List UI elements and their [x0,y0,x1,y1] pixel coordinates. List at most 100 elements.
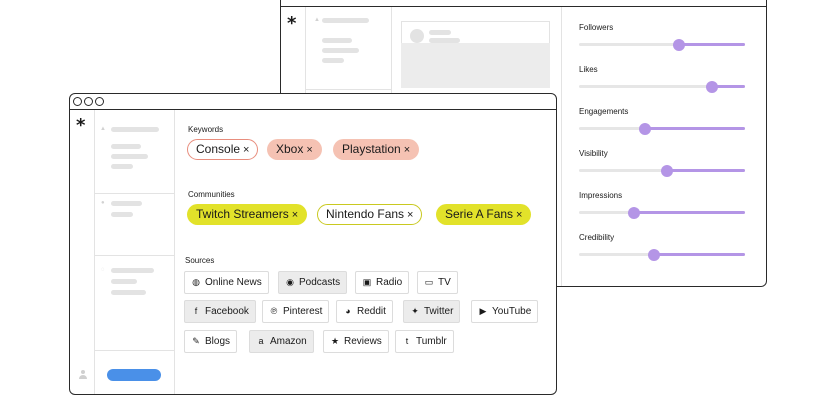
slider-fill [712,85,745,88]
slider-visibility[interactable]: Visibility [579,149,745,189]
slider-credibility[interactable]: Credibility [579,233,745,273]
divider [94,255,174,256]
slider-track[interactable] [579,85,745,88]
slider-impressions[interactable]: Impressions [579,191,745,231]
source-twitter[interactable]: ✦Twitter [403,300,461,323]
source-youtube[interactable]: ▶ YouTube [471,300,539,323]
window-control-close[interactable] [73,97,82,106]
keywords-label: Keywords [188,125,224,134]
keyword-tag-console[interactable]: Console× [187,139,259,160]
source-blogs[interactable]: ✎Blogs [184,330,238,353]
tag-remove-icon[interactable]: × [243,144,250,156]
tag-text: Console [196,142,241,156]
divider [94,193,174,194]
source-tumblr[interactable]: t Tumblr [395,330,454,353]
source-label: Reddit [357,306,386,317]
community-tag-twitch[interactable]: Twitch Streamers× [187,204,308,225]
slider-thumb[interactable] [648,249,660,261]
placeholder-bar [111,154,148,159]
keyword-tag-playstation[interactable]: Playstation× [333,139,420,160]
youtube-icon: ▶ [479,306,487,316]
placeholder-bar [111,164,133,169]
source-online-news[interactable]: ◍Online News [184,271,269,294]
source-label: TV [438,277,451,288]
slider-fill [645,127,745,130]
slider-label: Followers [579,23,614,32]
slider-thumb[interactable] [661,165,673,177]
radio-icon: ▣ [362,277,372,287]
source-tv[interactable]: ▭TV [417,271,458,294]
source-label: Tumblr [416,336,447,347]
tumblr-icon: t [405,336,409,346]
slider-thumb[interactable] [639,123,651,135]
slider-track[interactable] [579,253,745,256]
window-control-minimize[interactable] [84,97,93,106]
source-facebook[interactable]: f Facebook [184,300,256,323]
placeholder-bar [322,48,359,53]
source-label: Online News [205,277,262,288]
tag-text: Xbox [276,142,304,156]
placeholder-bar [111,268,154,273]
triangle-icon: ▲ [100,126,106,132]
placeholder-bar [111,127,159,132]
slider-thumb[interactable] [673,39,685,51]
user-icon[interactable] [79,370,87,380]
tag-remove-icon[interactable]: × [516,209,523,221]
tag-remove-icon[interactable]: × [403,144,411,156]
back-window-titlebar [281,0,766,7]
source-podcasts[interactable]: ◉Podcasts [278,271,348,294]
source-label: Facebook [205,306,249,317]
window-control-maximize[interactable] [95,97,104,106]
community-tag-serie-a[interactable]: Serie A Fans× [436,204,532,225]
placeholder-bar [322,18,369,23]
slider-track[interactable] [579,43,745,46]
slider-fill [654,253,745,256]
source-label: Blogs [205,336,231,347]
placeholder-bar [111,201,142,206]
community-tag-nintendo[interactable]: Nintendo Fans× [317,204,423,225]
source-reddit[interactable]: ◕Reddit [336,300,393,323]
slider-label: Impressions [579,191,623,200]
placeholder-bar [429,30,451,35]
primary-action-button[interactable] [107,369,161,381]
slider-likes[interactable]: Likes [579,65,745,105]
placeholder-bar [429,38,460,43]
placeholder-bar [111,212,133,217]
slider-track[interactable] [579,211,745,214]
source-reviews[interactable]: ★Reviews [323,330,389,353]
source-label: Pinterest [283,306,323,317]
slider-engagements[interactable]: Engagements [579,107,745,147]
placeholder-bar [322,38,352,43]
slider-label: Credibility [579,233,615,242]
front-window: * ▲ ● ◌ Keywords Console× Xbox× Playstat… [69,93,557,395]
front-window-titlebar [70,94,556,110]
slider-label: Visibility [579,149,608,158]
slider-track[interactable] [579,127,745,130]
avatar-placeholder [410,29,424,43]
source-label: Twitter [424,306,454,317]
source-label: YouTube [492,306,532,317]
communities-label: Communities [188,190,235,199]
slider-thumb[interactable] [706,81,718,93]
source-radio[interactable]: ▣Radio [355,271,410,294]
facebook-icon: f [194,306,198,316]
amazon-icon: a [258,336,264,346]
placeholder-bar [322,58,344,63]
slider-fill [634,211,745,214]
divider [94,350,174,351]
placeholder-bar [111,290,146,295]
preview-card-image [401,43,550,88]
tag-remove-icon[interactable]: × [291,209,299,221]
source-pinterest[interactable]: ℗Pinterest [262,300,330,323]
keyword-tag-xbox[interactable]: Xbox× [267,139,322,160]
tag-text: Serie A Fans [445,207,514,221]
source-label: Reviews [344,336,382,347]
tag-text: Twitch Streamers [196,207,289,221]
tag-remove-icon[interactable]: × [407,209,414,221]
slider-thumb[interactable] [628,207,640,219]
tag-remove-icon[interactable]: × [306,144,313,156]
divider [94,110,95,394]
dot-icon: ● [101,200,105,206]
slider-followers[interactable]: Followers [579,23,745,63]
